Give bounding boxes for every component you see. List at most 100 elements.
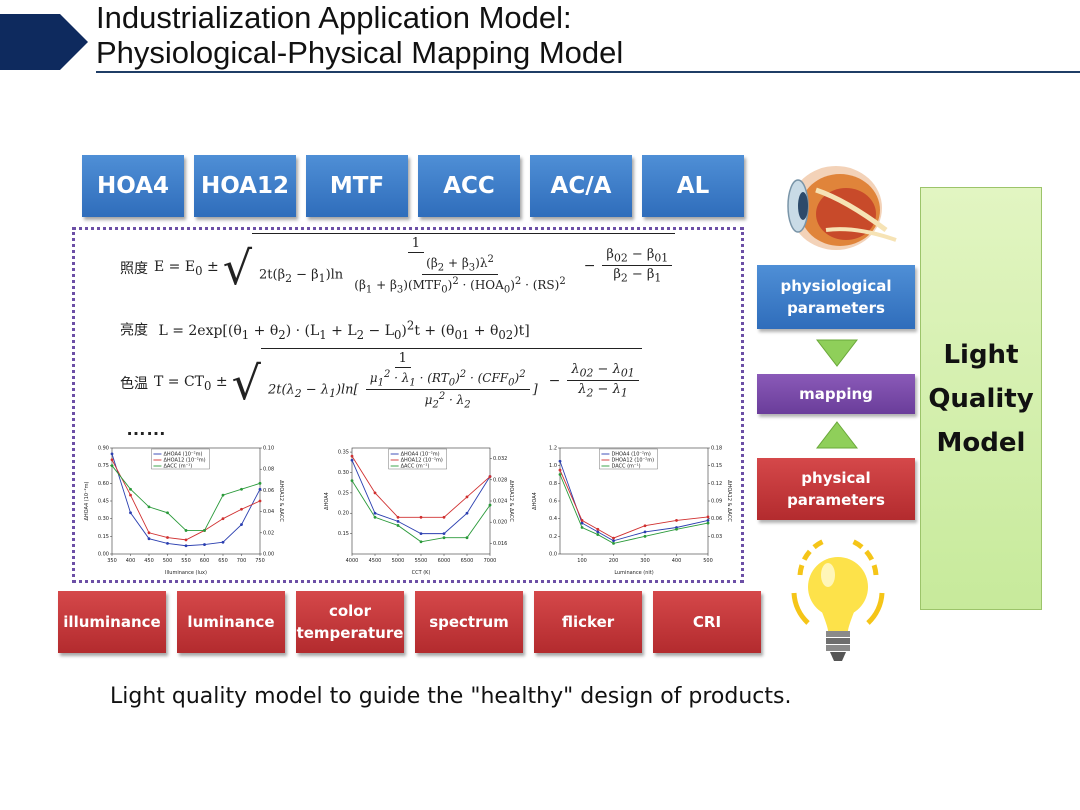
y-tick-label: 0.45 <box>98 499 109 505</box>
data-point <box>110 464 114 468</box>
y-axis-label: ΔHOA4 <box>324 492 330 510</box>
legend-label: DACC (m⁻¹) <box>611 464 640 470</box>
x-tick-label: 750 <box>255 558 265 564</box>
data-point <box>166 542 169 545</box>
y-tick-label: 0.60 <box>98 481 109 487</box>
x-tick-label: 200 <box>609 558 619 564</box>
data-point <box>396 519 400 523</box>
param-box-hoa4: HOA4 <box>82 155 184 217</box>
data-point <box>373 515 377 519</box>
data-point <box>221 517 225 521</box>
data-point <box>184 544 188 548</box>
formula-ellipsis: …… <box>126 418 166 440</box>
param-box-mtf: MTF <box>306 155 408 217</box>
data-point <box>203 543 206 546</box>
y-tick-label: 1.0 <box>549 463 557 469</box>
y-tick-label: 0.90 <box>98 446 109 452</box>
legend-label: ΔHOA12 (10⁻²m) <box>163 458 205 464</box>
y-tick-label: 0.00 <box>98 552 109 558</box>
data-point <box>596 527 600 531</box>
data-point <box>706 515 710 519</box>
arrow-up-icon <box>815 420 859 455</box>
y2-tick-label: 0.18 <box>711 446 722 452</box>
formula-luminance: 亮度 L = 2exp[(θ1 + θ2) · (L1 + L2 − L0)2t… <box>120 318 530 342</box>
y2-tick-label: 0.02 <box>263 530 274 536</box>
param-box-aca: AC/A <box>530 155 632 217</box>
legend-label: ΔHOA4 (10⁻²m) <box>401 452 440 458</box>
y-tick-label: 0.15 <box>98 534 109 540</box>
legend-label: DHOA4 (10⁻²m) <box>611 452 650 458</box>
data-point <box>580 526 584 529</box>
data-point <box>596 530 600 534</box>
physiological-parameters-box: physiological parameters <box>757 265 915 329</box>
series-line <box>111 465 261 531</box>
data-point <box>350 458 354 462</box>
y2-tick-label: 0.06 <box>263 488 274 494</box>
x-tick-label: 500 <box>163 558 173 564</box>
title-line-1: Industrialization Application Model: <box>96 0 572 35</box>
data-point <box>240 507 243 511</box>
data-point <box>706 519 710 522</box>
illuminance-label: 照度 <box>120 261 148 278</box>
y2-axis-label: ΔHOA12 & ΔACC <box>726 480 732 522</box>
x-tick-label: 650 <box>218 558 228 564</box>
y-axis-label: ΔHOA4 <box>532 492 538 510</box>
data-point <box>203 529 206 532</box>
y-tick-label: 0.6 <box>549 499 557 505</box>
series-line <box>351 460 491 535</box>
y-tick-label: 0.0 <box>549 552 557 558</box>
y2-axis-label: ΔHOA12 & ΔACC <box>278 480 284 522</box>
data-point <box>350 454 354 458</box>
data-point <box>258 487 262 491</box>
x-tick-label: 500 <box>703 558 713 564</box>
data-point <box>580 519 584 522</box>
page-title: Industrialization Application Model: Phy… <box>96 0 623 70</box>
title-line-2: Physiological-Physical Mapping Model <box>96 35 624 70</box>
x-axis-label: CCT (K) <box>412 570 431 576</box>
light-quality-model-box: Light Quality Model <box>920 187 1042 610</box>
x-tick-label: 400 <box>126 558 136 564</box>
data-point <box>580 521 584 525</box>
x-tick-label: 7000 <box>484 558 497 564</box>
slide-caption: Light quality model to guide the "health… <box>110 684 792 709</box>
x-tick-label: 450 <box>144 558 154 564</box>
data-point <box>488 503 492 507</box>
data-point <box>166 536 169 539</box>
x-axis-label: Luminance (nit) <box>614 570 653 576</box>
data-point <box>396 524 400 527</box>
data-point <box>442 515 446 519</box>
param-box-spectrum: spectrum <box>415 591 523 653</box>
y-tick-label: 0.25 <box>338 490 349 496</box>
y2-tick-label: 0.06 <box>711 516 722 522</box>
legend-box <box>388 448 447 470</box>
y-tick-label: 0.4 <box>549 516 557 522</box>
data-point <box>419 532 423 536</box>
eye-icon <box>776 160 900 261</box>
data-point <box>258 481 262 485</box>
data-point <box>184 538 188 542</box>
data-point <box>612 539 615 543</box>
data-point <box>147 537 151 541</box>
title-underline <box>96 71 1080 73</box>
legend-label: ΔHOA12 (10⁻²m) <box>401 458 443 464</box>
data-point <box>129 487 132 491</box>
data-point <box>110 458 114 462</box>
model-line-2: Quality <box>928 383 1034 414</box>
data-point <box>240 487 243 491</box>
cct-label: 色温 <box>120 376 148 393</box>
y2-tick-label: 0.09 <box>711 499 722 505</box>
data-point <box>419 515 423 519</box>
param-box-luminance: luminance <box>177 591 285 653</box>
x-tick-label: 4000 <box>346 558 359 564</box>
y2-tick-label: 0.016 <box>493 541 507 547</box>
formula-cct: 色温 T = CT0 ± √ 1 2t(λ2 − λ1)ln[ μ12 · λ1… <box>120 348 642 411</box>
y2-tick-label: 0.10 <box>263 446 274 452</box>
data-point <box>258 499 262 503</box>
light-bulb-icon <box>788 535 888 672</box>
legend-label: ΔHOA4 (10⁻²m) <box>163 452 202 458</box>
y2-tick-label: 0.032 <box>493 456 507 462</box>
y2-tick-label: 0.024 <box>493 499 507 505</box>
x-tick-label: 600 <box>200 558 210 564</box>
data-point <box>612 542 615 545</box>
y-axis-label: ΔHOA4 (10⁻²m) <box>84 481 90 520</box>
